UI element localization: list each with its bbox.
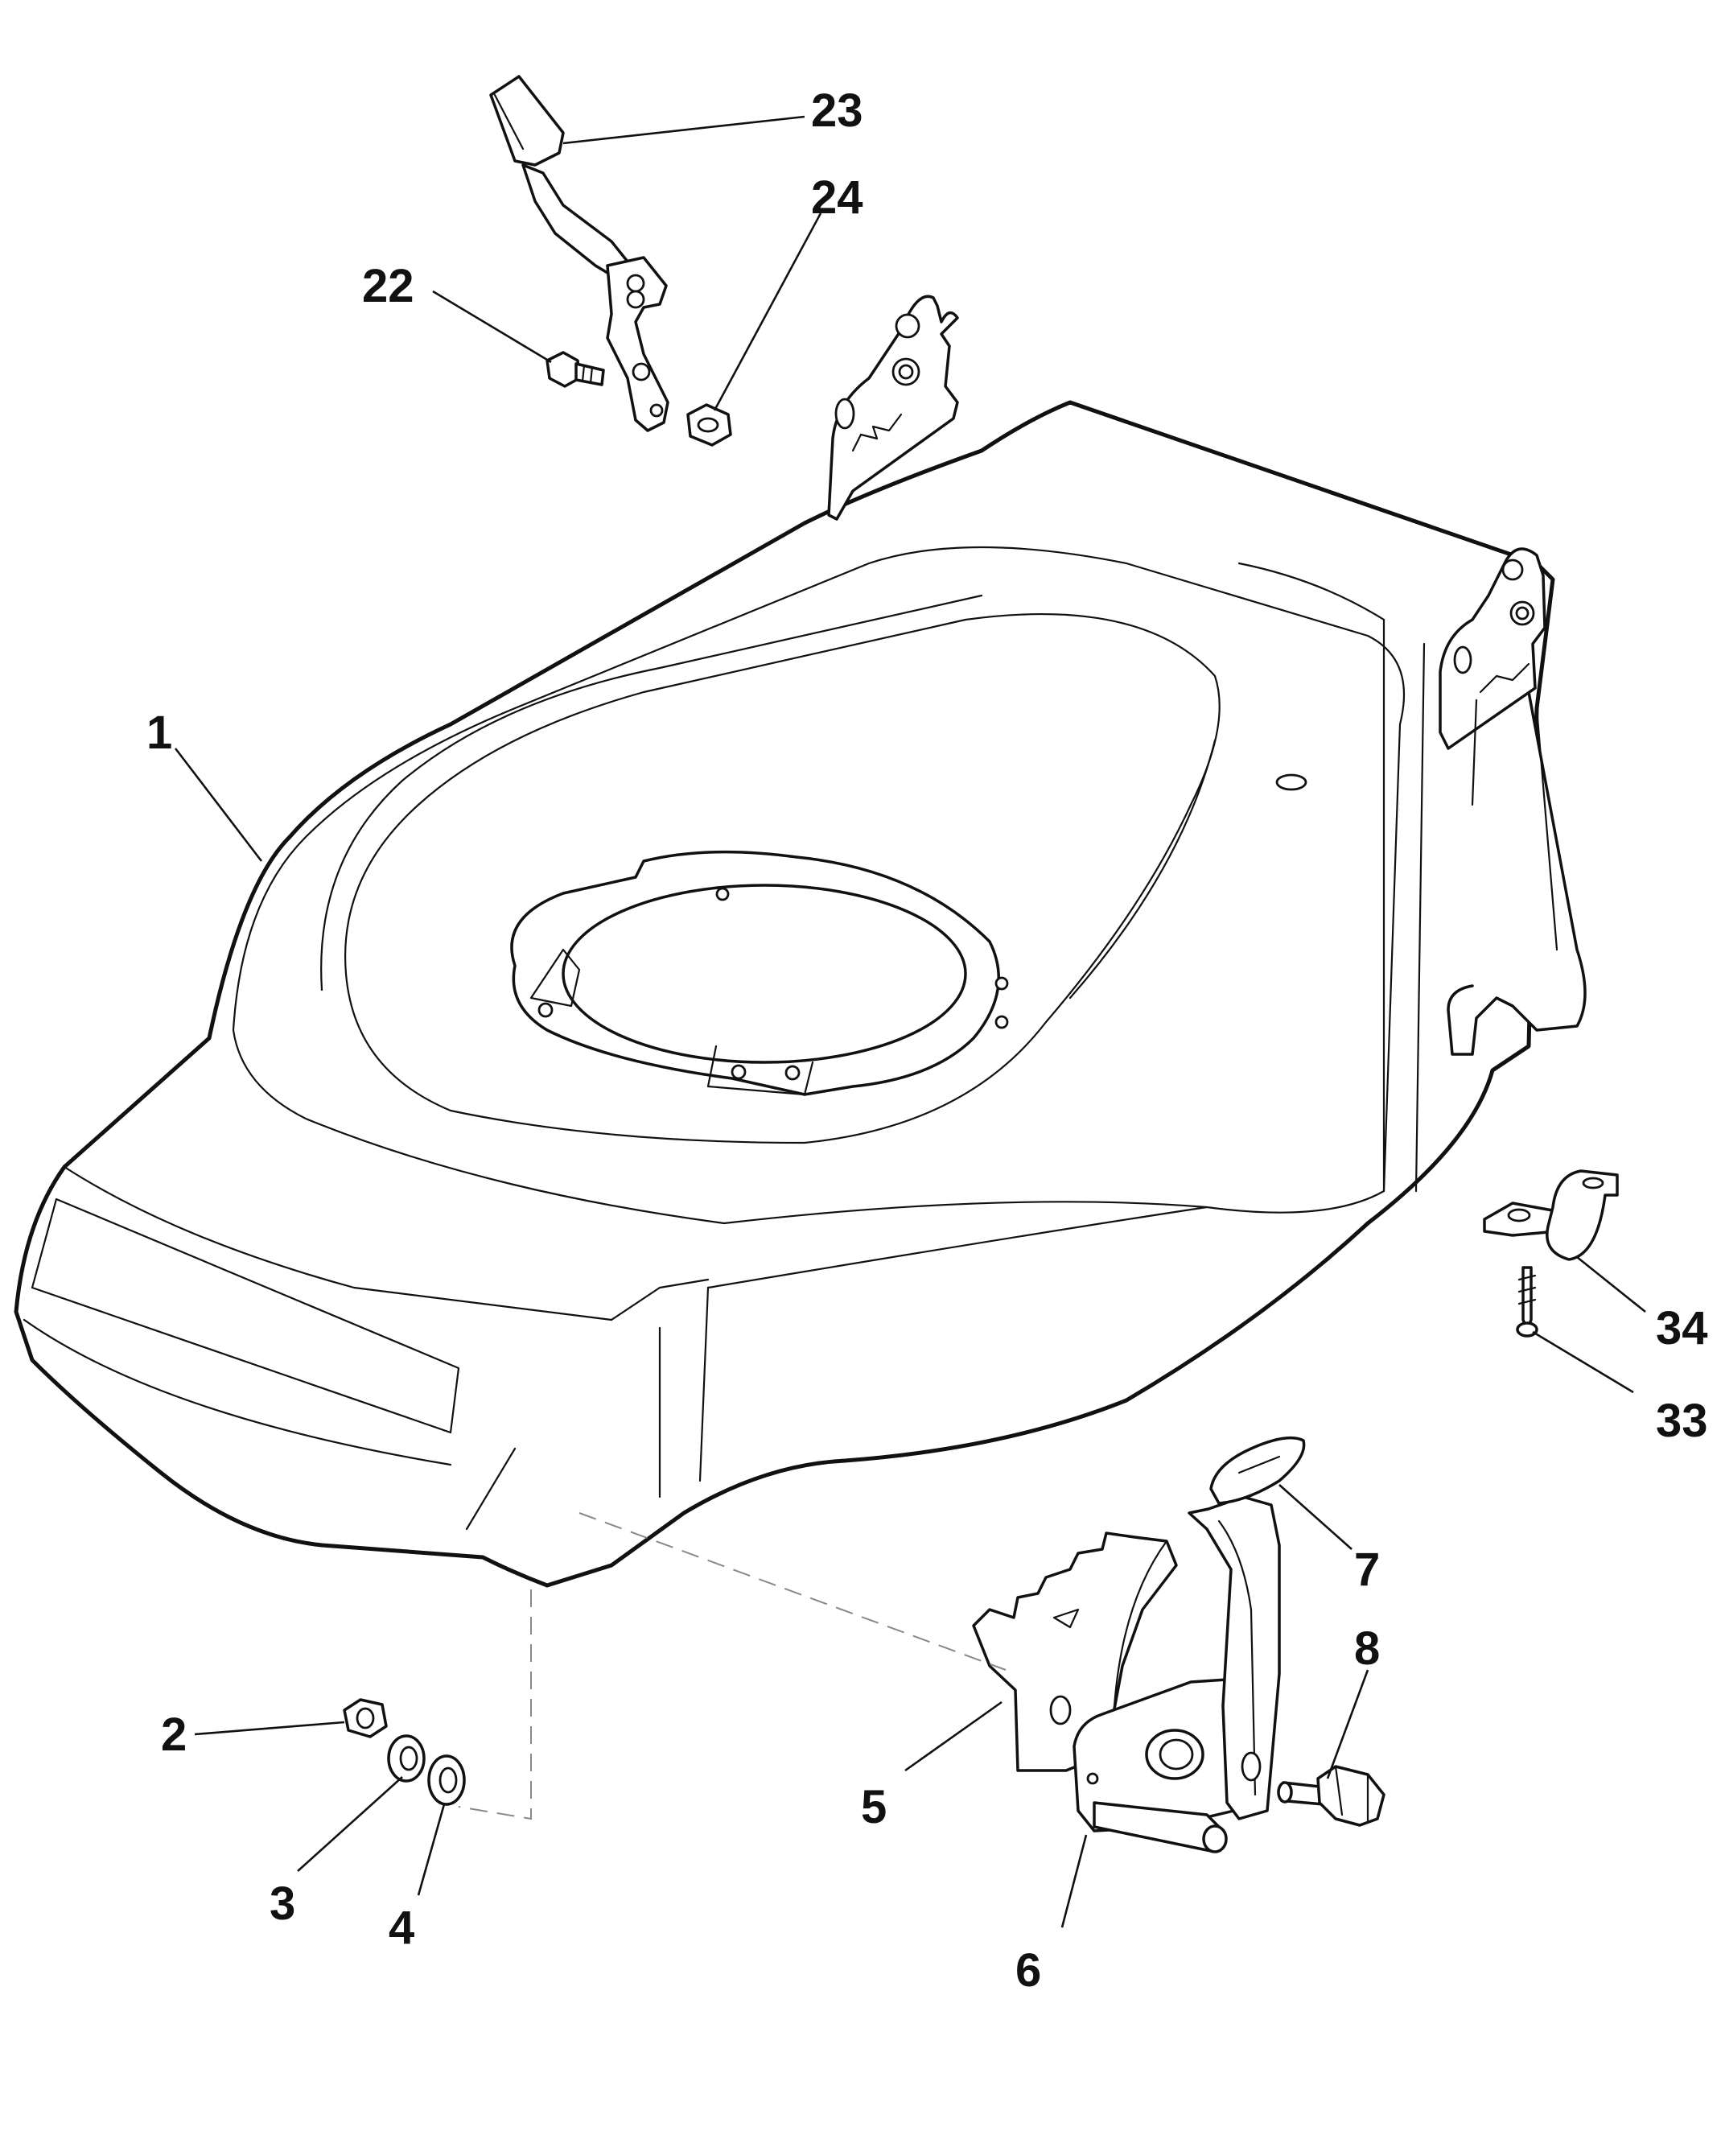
- bolt-8: [1277, 1765, 1385, 1827]
- nut-24: [686, 403, 732, 447]
- deck-housing: [14, 295, 1587, 1588]
- callout-22: 22: [362, 260, 414, 312]
- nut-2: [343, 1698, 388, 1738]
- callout-5: 5: [861, 1781, 887, 1833]
- callout-6: 6: [1015, 1944, 1041, 1997]
- assembly-line-deck-to-bracket: [578, 1512, 1007, 1671]
- callout-34: 34: [1656, 1302, 1708, 1354]
- screw-33: [1516, 1266, 1538, 1338]
- callout-7: 7: [1354, 1544, 1380, 1596]
- callout-33: 33: [1656, 1395, 1708, 1447]
- height-bracket-5: [972, 1531, 1178, 1772]
- lever-7: [1188, 1436, 1306, 1820]
- callout-1: 1: [146, 707, 172, 759]
- washer-4: [427, 1754, 466, 1806]
- axle-plate-6: [1073, 1676, 1269, 1853]
- height-adjust-lever: [489, 75, 669, 432]
- assembly-line-deck-to-washers: [458, 1589, 532, 1820]
- washer-3: [387, 1734, 426, 1783]
- clip-34: [1483, 1169, 1619, 1261]
- callout-4: 4: [389, 1902, 414, 1954]
- callout-2: 2: [161, 1709, 187, 1761]
- leader-lines: [174, 115, 1646, 1928]
- callout-3: 3: [270, 1878, 295, 1930]
- callout-23: 23: [811, 85, 863, 137]
- callout-24: 24: [811, 171, 863, 224]
- callout-8: 8: [1354, 1622, 1380, 1675]
- bolt-22: [546, 351, 605, 388]
